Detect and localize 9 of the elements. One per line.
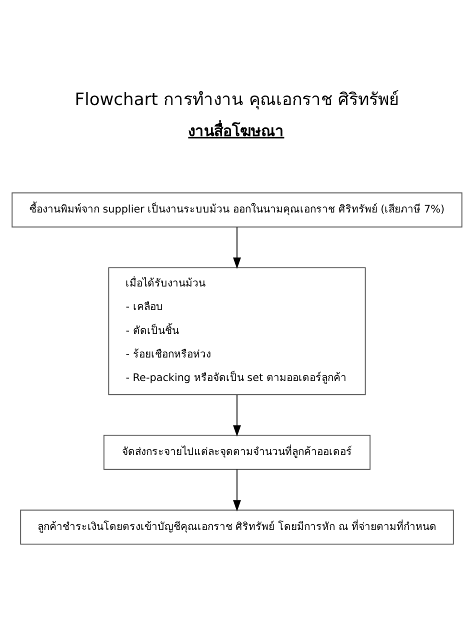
arrow xyxy=(233,469,241,512)
arrow xyxy=(233,394,241,437)
arrow xyxy=(233,226,241,269)
diagram-title: Flowchart การทำงาน คุณเอกราช ศิริทรัพย์ xyxy=(74,90,400,110)
node-box: ลูกค้าชำระเงินโดยตรงเข้าบัญชีคุณเอกราช ศิริทรัพย์ โดยมีการหัก ณ ที่จ่ายตามที่กำหนด xyxy=(20,510,454,545)
node-box: จัดส่งกระจายไปแต่ละจุดตามจำนวนที่ลูกค้าออเดอร์ xyxy=(103,434,371,470)
node-box: เมื่อได้รับงานม้วน - เคลือบ - ตัดเป็นชิ้น - ร้อยเชือกหรือห่วง - Re-packing หรือจัดเป็น set ตามออเดอร์ลูกค้า xyxy=(108,267,366,396)
node-box: ซื้องานพิมพ์จาก supplier เป็นงานระบบม้วน ออกในนามคุณเอกราช ศิริทรัพย์ (เสียภาษี 7%) xyxy=(12,192,462,228)
label: งานสื่อโฆษณา xyxy=(188,122,284,140)
